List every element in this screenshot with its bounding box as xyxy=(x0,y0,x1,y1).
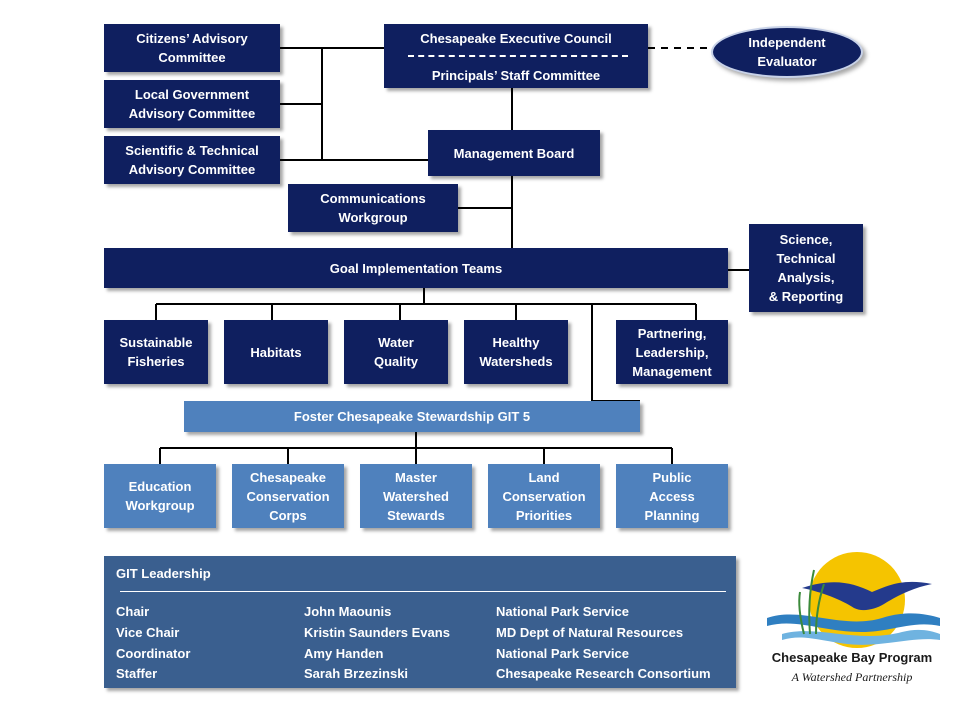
leadership-org: National Park Service xyxy=(496,604,629,619)
independent-evaluator: Independent Evaluator xyxy=(711,26,863,78)
land-conservation-priorities: Land Conservation Priorities xyxy=(488,464,600,528)
master-label: Master Watershed Stewards xyxy=(383,469,449,523)
communications-label: Communications Workgroup xyxy=(320,191,426,225)
water-quality-label: Water Quality xyxy=(373,335,419,369)
principals-staff-label: Principals’ Staff Committee xyxy=(431,68,601,83)
education-workgroup: Education Workgroup xyxy=(104,464,216,528)
partnering-label: Partnering, Leadership, Management xyxy=(632,325,712,379)
executive-divider xyxy=(408,55,628,57)
grass-icon xyxy=(798,569,825,635)
chesapeake-conservation-corps: Chesapeake Conservation Corps xyxy=(232,464,344,528)
git-leadership-panel: GIT Leadership Chair John Maounis Nation… xyxy=(104,556,736,688)
science-label: Science, Technical Analysis, & Reporting xyxy=(768,232,844,304)
science-technical-reporting: Science, Technical Analysis, & Reporting xyxy=(749,224,863,312)
water-wave-icon xyxy=(782,629,940,645)
leadership-title: GIT Leadership xyxy=(116,566,211,581)
goal-implementation-teams: Goal Implementation Teams xyxy=(104,248,728,288)
leadership-org: Chesapeake Research Consortium xyxy=(496,666,711,681)
leadership-row: Staffer Sarah Brzezinski Chesapeake Rese… xyxy=(104,666,736,684)
foster-stewardship-git5: Foster Chesapeake Stewardship GIT 5 xyxy=(184,401,640,432)
foster-label: Foster Chesapeake Stewardship GIT 5 xyxy=(293,409,531,424)
leadership-name: Amy Handen xyxy=(304,646,384,661)
leadership-name: John Maounis xyxy=(304,604,392,619)
leadership-name: Sarah Brzezinski xyxy=(304,666,409,681)
leadership-name: Kristin Saunders Evans xyxy=(304,625,450,640)
scientific-technical-advisory-committee: Scientific & Technical Advisory Committe… xyxy=(104,136,280,184)
water-quality: Water Quality xyxy=(344,320,448,384)
leadership-org: National Park Service xyxy=(496,646,629,661)
habitats-label: Habitats xyxy=(250,344,302,360)
land-label: Land Conservation Priorities xyxy=(502,469,586,523)
public-label: Public Access Planning xyxy=(644,469,700,523)
leadership-role: Vice Chair xyxy=(116,625,180,640)
leadership-role: Chair xyxy=(116,604,150,619)
logo-subtitle: A Watershed Partnership xyxy=(791,670,913,684)
management-board-label: Management Board xyxy=(453,145,575,161)
citizens-advisory-committee: Citizens’ Advisory Committee xyxy=(104,24,280,72)
fisheries-label: Sustainable Fisheries xyxy=(119,335,193,369)
education-label: Education Workgroup xyxy=(125,479,195,513)
bird-icon xyxy=(802,581,932,611)
leadership-role: Coordinator xyxy=(116,646,191,661)
management-board: Management Board xyxy=(428,130,600,176)
leadership-row: Chair John Maounis National Park Service xyxy=(104,604,736,622)
communications-workgroup: Communications Workgroup xyxy=(288,184,458,232)
local-government-advisory-committee: Local Government Advisory Committee xyxy=(104,80,280,128)
partnering-leadership-management: Partnering, Leadership, Management xyxy=(616,320,728,384)
master-watershed-stewards: Master Watershed Stewards xyxy=(360,464,472,528)
public-access-planning: Public Access Planning xyxy=(616,464,728,528)
sustainable-fisheries: Sustainable Fisheries xyxy=(104,320,208,384)
leadership-row: Coordinator Amy Handen National Park Ser… xyxy=(104,646,736,664)
habitats: Habitats xyxy=(224,320,328,384)
healthy-watersheds: Healthy Watersheds xyxy=(464,320,568,384)
leadership-row: Vice Chair Kristin Saunders Evans MD Dep… xyxy=(104,625,736,643)
git-label: Goal Implementation Teams xyxy=(329,260,503,276)
chesapeake-bay-program-logo: Chesapeake Bay Program A Watershed Partn… xyxy=(762,548,942,698)
leadership-role: Staffer xyxy=(116,666,158,681)
citizens-label: Citizens’ Advisory Committee xyxy=(136,31,248,65)
watersheds-label: Healthy Watersheds xyxy=(479,335,553,369)
local-gov-label: Local Government Advisory Committee xyxy=(128,87,256,121)
evaluator-label: Independent Evaluator xyxy=(748,35,826,69)
leadership-org: MD Dept of Natural Resources xyxy=(496,625,684,640)
executive-council-label: Chesapeake Executive Council xyxy=(420,31,612,46)
sci-tech-label: Scientific & Technical Advisory Committe… xyxy=(125,143,259,177)
logo-emblem-icon xyxy=(767,552,940,648)
logo-title: Chesapeake Bay Program xyxy=(771,650,933,665)
corps-label: Chesapeake Conservation Corps xyxy=(246,469,330,523)
leadership-divider xyxy=(120,591,726,592)
